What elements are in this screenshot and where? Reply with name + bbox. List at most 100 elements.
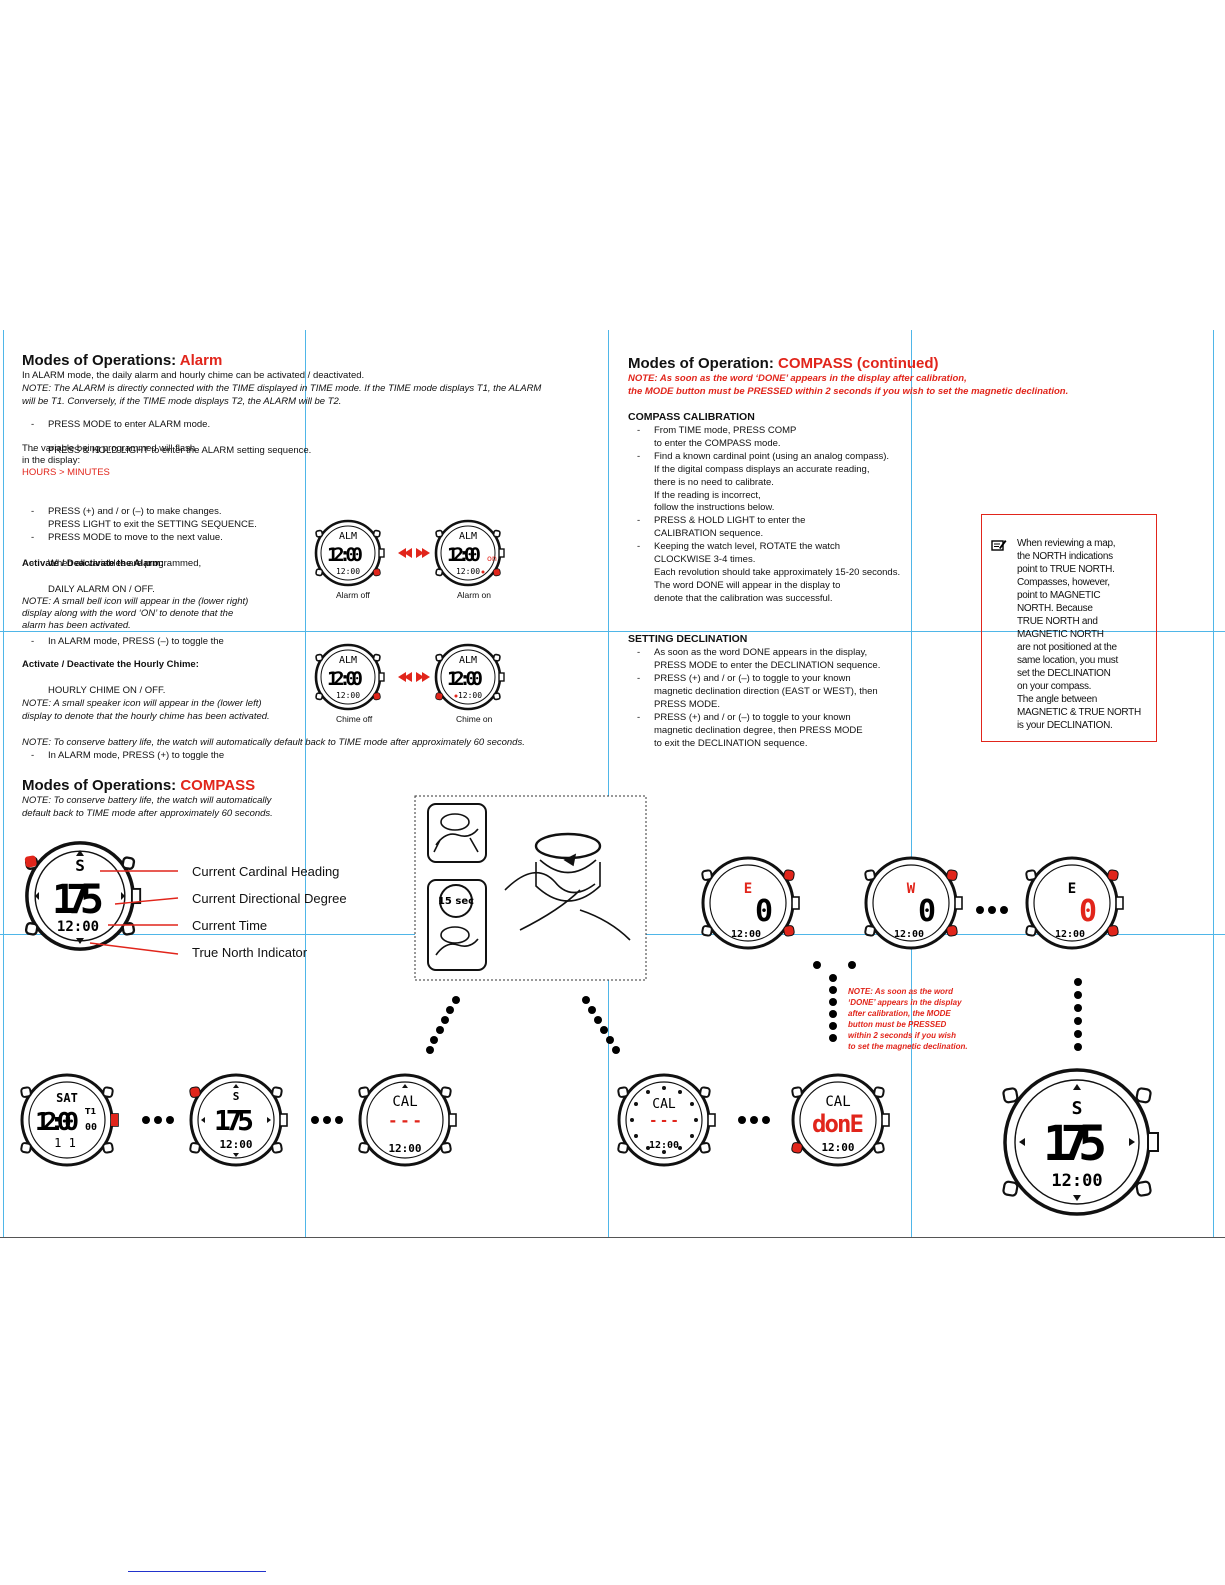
link-underline	[128, 1571, 266, 1572]
display-time: 12:00	[219, 1138, 252, 1151]
display-time-large: 12:00	[447, 544, 481, 566]
watch-chime-on: ALM 12:00 12:00	[434, 643, 506, 711]
compass-note: default back to TIME mode after approxim…	[22, 808, 273, 819]
display-time: 12:00	[57, 919, 99, 935]
display-direction: E	[744, 881, 752, 897]
guide-line	[3, 330, 4, 1238]
display-dashes: - - -	[389, 1111, 420, 1130]
watch-declination-west: W 0 12:00	[863, 856, 964, 950]
note-icon	[991, 540, 1007, 551]
display-alm: ALM	[339, 655, 357, 666]
step-line: Keeping the watch level, ROTATE the watc…	[628, 540, 840, 553]
box-line: the NORTH indications	[1017, 551, 1113, 562]
step-line: PRESS MODE.	[654, 699, 720, 710]
watch-compass-large: S 175 12:00	[1001, 1068, 1160, 1216]
guide-line	[1213, 330, 1214, 1238]
chime-activate-note: display to denote that the hourly chime …	[22, 711, 270, 722]
box-line: Compasses, however,	[1017, 577, 1110, 588]
box-line: are not positioned at the	[1017, 642, 1117, 653]
display-zero: 0	[918, 894, 936, 929]
step-line: The word DONE will appear in the display…	[654, 579, 841, 591]
display-time-large: 12:00	[327, 668, 363, 690]
alarm-step: When all variables are programmed,	[22, 557, 1225, 570]
compass-title: Modes of Operations: COMPASS	[22, 777, 256, 794]
step-line: PRESS (+) and / or (–) to toggle to your…	[628, 672, 851, 685]
caption-chime-off: Chime off	[336, 714, 373, 724]
continued-note: NOTE: As soon as the word ‘DONE’ appears…	[628, 373, 967, 384]
display-time-small: 12:00	[456, 567, 480, 576]
box-line: MAGNETIC & TRUE NORTH	[1017, 707, 1141, 718]
display-alm: ALM	[459, 531, 477, 542]
box-line: TRUE NORTH and	[1017, 616, 1098, 627]
watch-compass-mode: S 175 12:00	[188, 1073, 289, 1167]
display-seconds: 00	[85, 1122, 97, 1133]
display-heading: S	[233, 1090, 240, 1103]
display-heading: S	[1072, 1098, 1083, 1119]
display-alm: ALM	[339, 531, 357, 542]
watch-declination-degree: E 0 12:00	[1024, 856, 1125, 950]
step-line: If the digital compass displays an accur…	[654, 463, 870, 475]
display-t1: T1	[85, 1107, 96, 1116]
alarm-step-cont: PRESS LIGHT to exit the SETTING SEQUENCE…	[48, 519, 257, 530]
display-direction: E	[1068, 881, 1076, 897]
chime-activate-step: In ALARM mode, PRESS (+) to toggle the	[22, 749, 1225, 762]
display-day: SAT	[56, 1091, 78, 1105]
display-direction: W	[907, 881, 916, 897]
alarm-flash-text: in the display:	[22, 455, 81, 466]
box-line: MAGNETIC NORTH	[1017, 629, 1104, 640]
display-time: 12:00	[894, 929, 924, 940]
display-time-large: 12:00	[327, 544, 363, 566]
small-note-line: after calibration, the MODE	[848, 1009, 951, 1018]
continued-title: Modes of Operation: COMPASS (continued)	[628, 355, 939, 372]
box-line: set the DECLINATION	[1017, 668, 1111, 679]
continued-note: the MODE button must be PRESSED within 2…	[628, 386, 1069, 397]
display-zero: 0	[1079, 894, 1097, 929]
alarm-note: will be T1. Conversely, if the TIME mode…	[22, 396, 342, 407]
page-rule	[0, 1237, 1225, 1238]
display-cal: CAL	[392, 1094, 417, 1110]
guide-line	[305, 330, 306, 1238]
step-line: there is no need to calibrate.	[654, 476, 774, 488]
battery-note: NOTE: To conserve battery life, the watc…	[22, 737, 525, 748]
callout-lines	[89, 870, 179, 955]
display-cal: CAL	[652, 1097, 676, 1112]
guide-line	[911, 330, 912, 1238]
step-line: magnetic declination degree, then PRESS …	[654, 725, 863, 736]
box-line: on your compass.	[1017, 681, 1092, 692]
alarm-flash-text: The variable being programmed will flash	[22, 443, 196, 454]
step-line: denote that the calibration was successf…	[654, 592, 833, 604]
box-line: NORTH. Because	[1017, 603, 1093, 614]
small-red-note: NOTE: As soon as the word‘DONE’ appears …	[848, 986, 968, 1052]
step-line: Each revolution should take approximatel…	[654, 566, 901, 578]
alarm-activate-note: alarm has been activated.	[22, 620, 131, 631]
watch-declination-east: E 0 12:00	[700, 856, 801, 950]
alarm-step: PRESS MODE to enter ALARM mode.	[22, 418, 1225, 431]
guide-line	[608, 330, 609, 1238]
alarm-sequence: HOURS > MINUTES	[22, 467, 110, 478]
display-alm: ALM	[459, 655, 477, 666]
display-time-large: 12:00	[35, 1107, 79, 1136]
display-degree: 175	[214, 1104, 254, 1137]
calibration-heading: COMPASS CALIBRATION	[628, 411, 755, 423]
caption-chime-on: Chime on	[456, 714, 493, 724]
box-line: point to TRUE NORTH.	[1017, 564, 1115, 575]
alarm-activate-step: DAILY ALARM ON / OFF.	[48, 584, 155, 595]
step-line: follow the instructions below.	[654, 502, 775, 514]
display-zero: 0	[755, 894, 773, 929]
step-line: PRESS & HOLD LIGHT to enter the	[628, 514, 805, 527]
alarm-activate-note: NOTE: A small bell icon will appear in t…	[22, 596, 249, 607]
watch-chime-off: ALM 12:00 12:00	[314, 643, 386, 711]
small-note-line: ‘DONE’ appears in the display	[848, 998, 962, 1007]
small-note-line: within 2 seconds if you wish	[848, 1031, 957, 1040]
watch-compass-main: S 175 12:00	[23, 841, 142, 951]
rotation-illustration-frame	[414, 795, 647, 981]
label-true-north: True North Indicator	[192, 945, 308, 960]
watch-time-mode: SAT 12:00 T1 00 1 1	[19, 1073, 120, 1167]
sequence-dots	[142, 906, 1082, 1124]
small-note-line: to set the magnetic declination.	[848, 1042, 968, 1051]
watch-cal-done: CAL donE 12:00	[790, 1073, 891, 1167]
display-time: 12:00	[821, 1141, 854, 1154]
toggle-arrow-icon	[398, 548, 430, 682]
alarm-activate-heading: Activate / Deactivate the Alarm:	[22, 558, 164, 569]
step-line: Find a known cardinal point (using an an…	[628, 450, 889, 463]
